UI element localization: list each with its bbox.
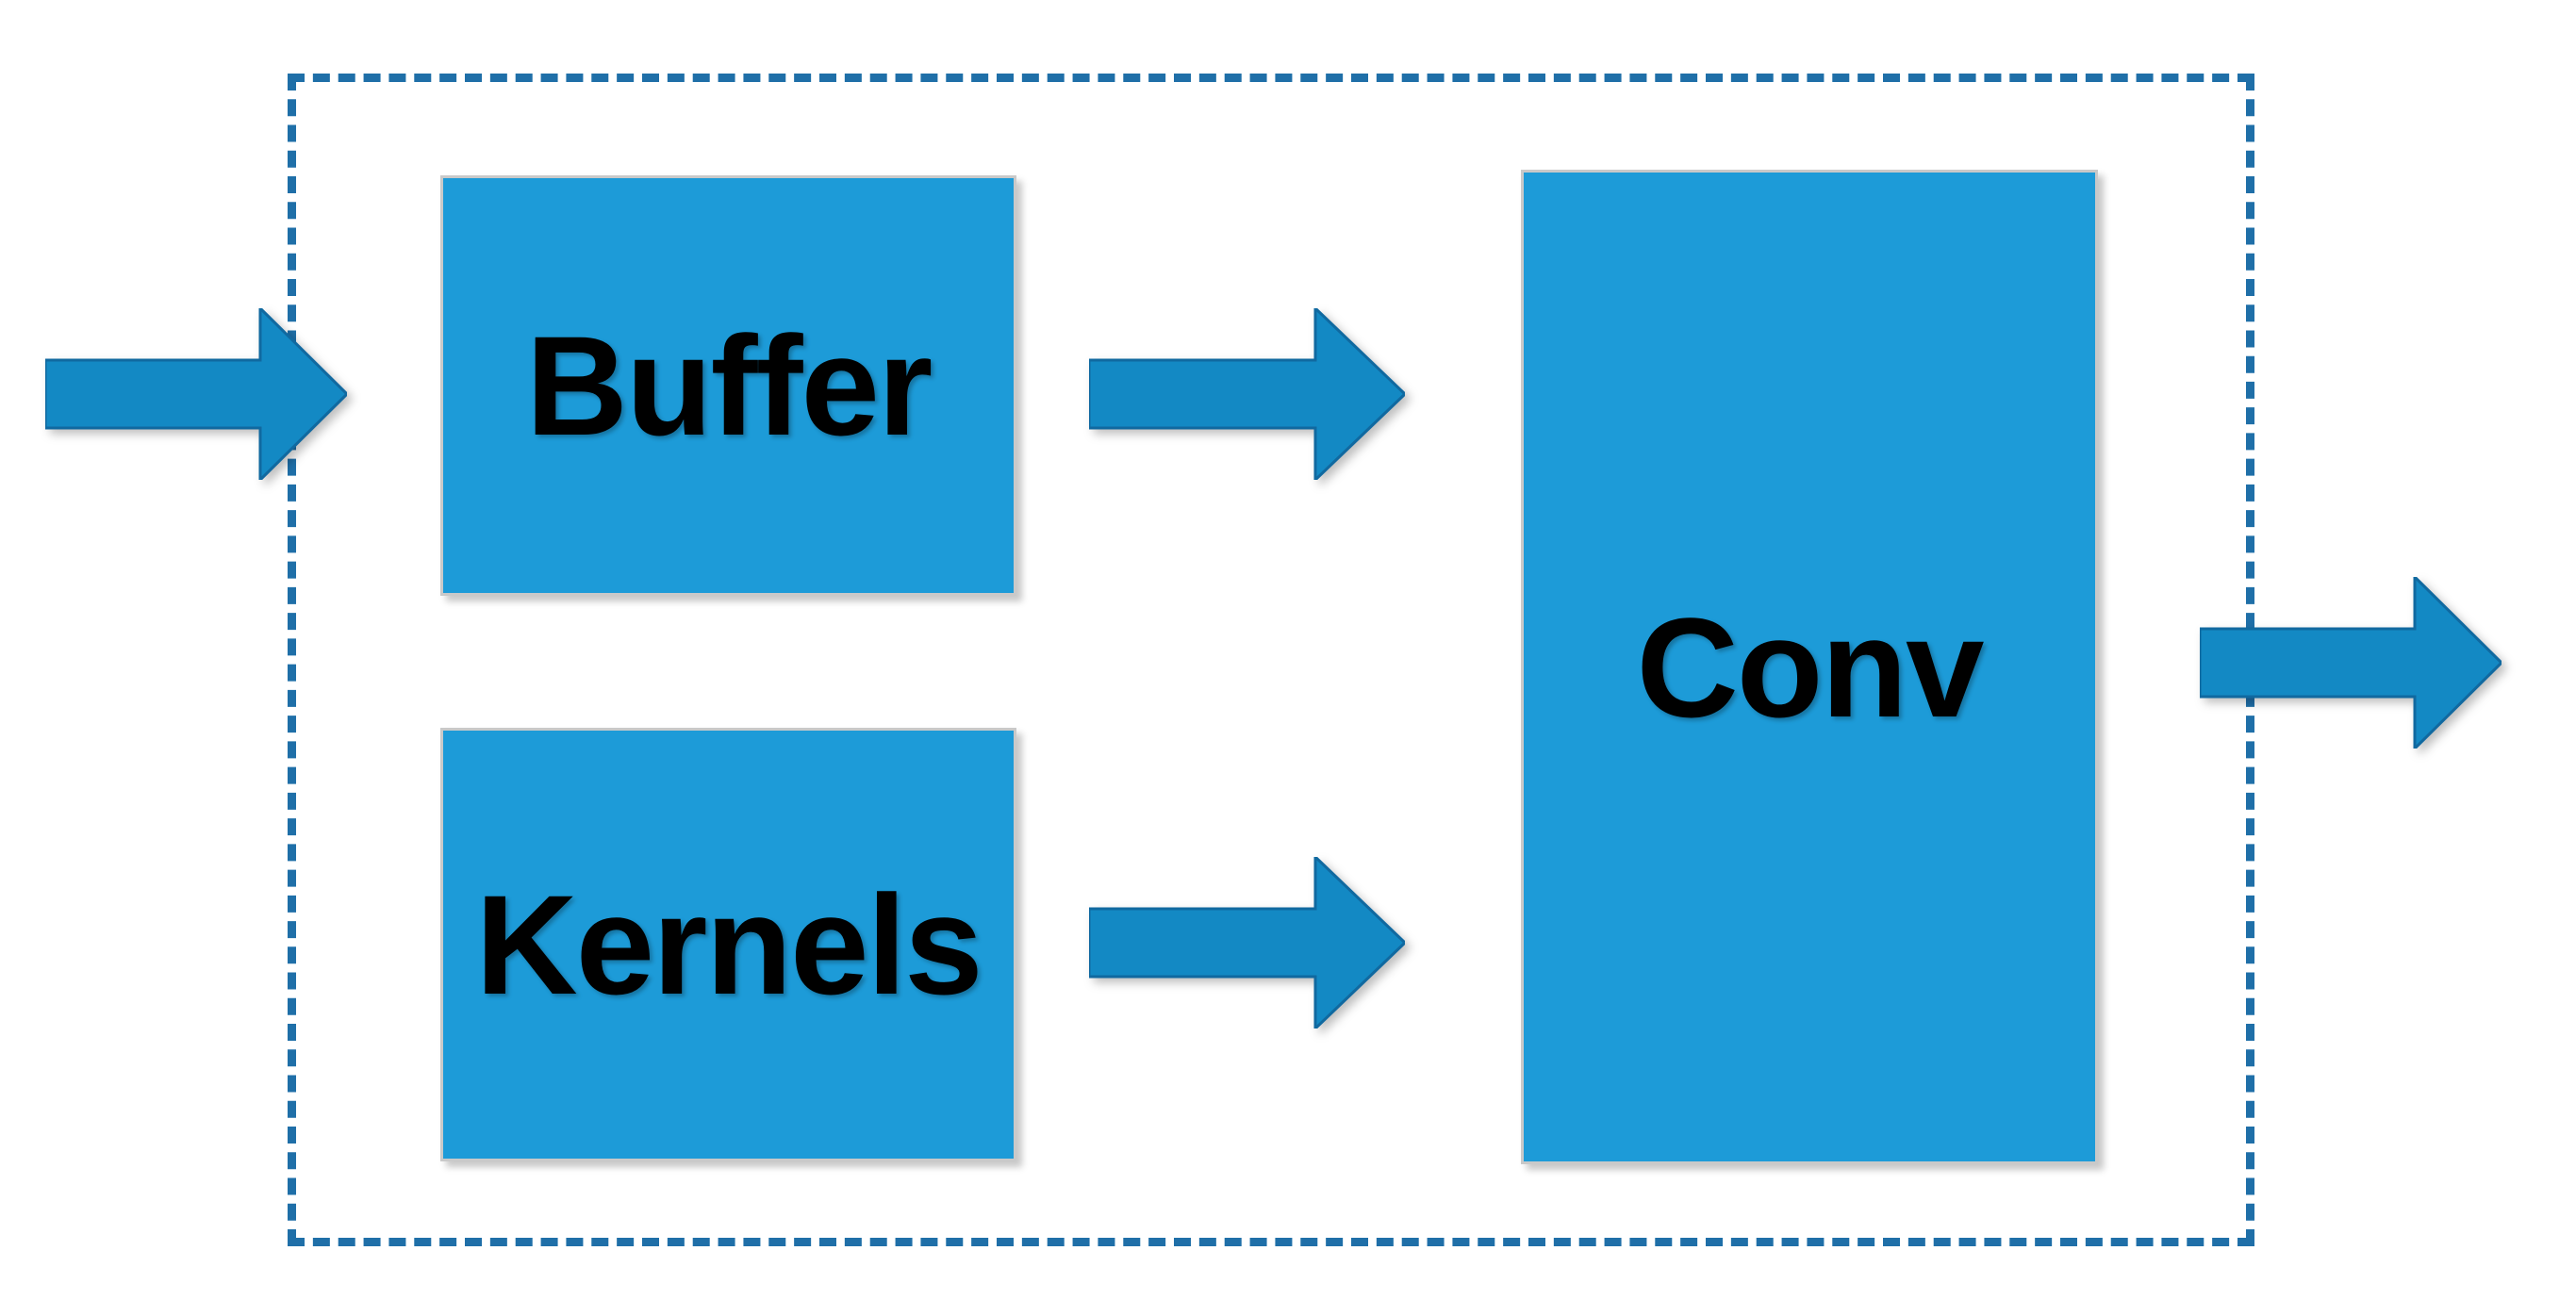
- arrow-right-icon: [45, 308, 347, 480]
- arrow-conv-to-output: [2200, 577, 2502, 749]
- arrow-kernels-to-conv: [1089, 857, 1405, 1028]
- block-kernels-label: Kernels: [475, 865, 983, 1024]
- block-buffer[interactable]: Buffer: [440, 175, 1016, 596]
- arrow-right-icon: [1089, 857, 1405, 1028]
- arrow-input-to-buffer: [45, 308, 347, 480]
- arrow-buffer-to-conv: [1089, 308, 1405, 480]
- block-kernels[interactable]: Kernels: [440, 728, 1016, 1161]
- block-buffer-label: Buffer: [525, 306, 933, 465]
- arrow-right-icon: [2200, 577, 2502, 749]
- arrow-right-icon: [1089, 308, 1405, 480]
- block-conv-label: Conv: [1636, 587, 1985, 747]
- block-conv[interactable]: Conv: [1521, 170, 2098, 1164]
